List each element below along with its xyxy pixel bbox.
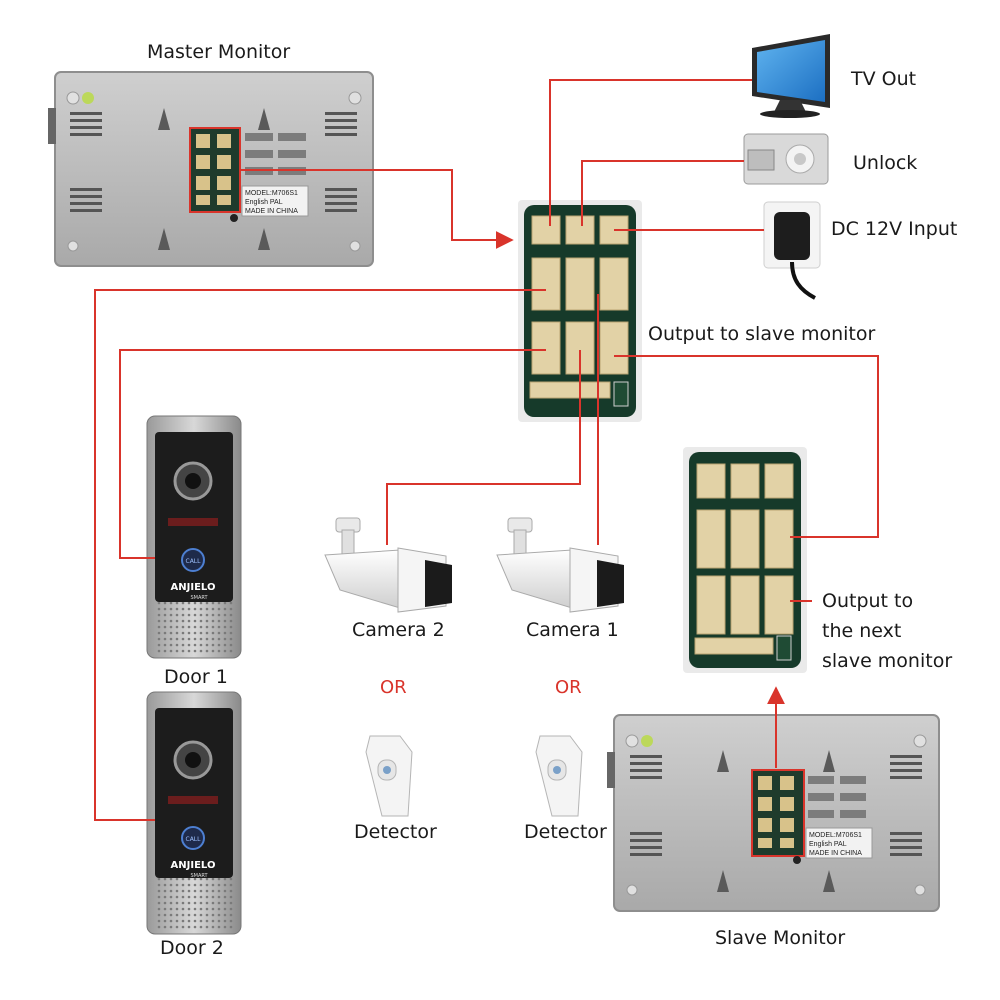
door-2-label: Door 2 <box>160 937 224 959</box>
camera-2-icon <box>324 517 452 613</box>
door-1-brand: ANJIELO <box>171 582 216 593</box>
door-2-brand: ANJIELO <box>171 860 216 871</box>
master-monitor-label: Master Monitor <box>147 41 291 63</box>
slave-sticker-model: MODEL:M706S1 <box>809 832 862 839</box>
wires <box>94 79 879 821</box>
slave-monitor: MODEL:M706S1 English PAL MADE IN CHINA <box>607 714 940 912</box>
power-adapter-icon <box>763 201 821 300</box>
unlock-label: Unlock <box>853 152 918 174</box>
main-pcb-board <box>518 200 642 422</box>
master-vent-right <box>325 112 357 212</box>
output-next-label: Output to the next slave monitor <box>822 590 953 672</box>
slave-pcb-board <box>683 447 807 673</box>
tv-icon <box>752 34 830 118</box>
slave-sticker-origin: MADE IN CHINA <box>809 850 862 857</box>
detector-2-icon <box>535 735 583 817</box>
master-vent-left <box>70 112 102 212</box>
door-2-brand-sub: SMART <box>190 873 208 879</box>
detector-2-label: Detector <box>524 821 607 843</box>
door-1-brand-sub: SMART <box>190 595 208 601</box>
door-1-call-label: CALL <box>186 558 202 565</box>
master-sticker-model: MODEL:M706S1 <box>245 190 298 197</box>
slave-sticker-lang: English PAL <box>809 841 847 848</box>
wire-master-to-board <box>240 169 514 249</box>
wire-door-2 <box>119 349 546 559</box>
camera-1-icon <box>496 517 624 613</box>
slave-monitor-label: Slave Monitor <box>715 927 846 949</box>
tv-out-label: TV Out <box>851 68 917 90</box>
wire-tv-out <box>549 79 752 226</box>
master-sticker-origin: MADE IN CHINA <box>245 208 298 215</box>
door-station-1: CALL ANJIELO SMART <box>146 415 242 659</box>
door-station-2: CALL ANJIELO SMART <box>146 691 242 935</box>
camera-2-label: Camera 2 <box>352 619 445 641</box>
dc-input-label: DC 12V Input <box>831 218 958 240</box>
master-monitor: MODEL:M706S1 English PAL MADE IN CHINA <box>48 71 374 267</box>
or-label-1: OR <box>380 677 407 698</box>
detector-1-label: Detector <box>354 821 437 843</box>
electric-lock-icon <box>743 133 829 185</box>
wire-output-slave <box>614 355 879 538</box>
detector-1-icon <box>365 735 413 817</box>
camera-1-label: Camera 1 <box>526 619 619 641</box>
output-to-slave-label: Output to slave monitor <box>648 323 876 345</box>
wire-door-1 <box>94 289 546 821</box>
wire-unlock <box>581 160 744 226</box>
master-sticker-lang: English PAL <box>245 199 283 206</box>
or-label-2: OR <box>555 677 582 698</box>
door-1-label: Door 1 <box>164 666 228 688</box>
door-2-call-label: CALL <box>186 836 202 843</box>
wire-camera-2 <box>386 350 581 545</box>
